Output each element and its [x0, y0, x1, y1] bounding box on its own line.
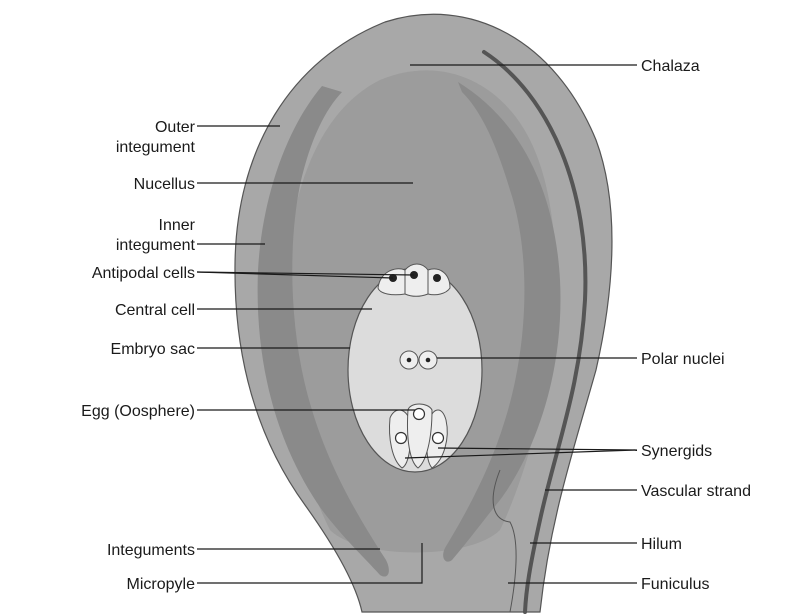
label-synergids: Synergids	[641, 443, 712, 460]
label-vascular-strand: Vascular strand	[641, 483, 751, 500]
label-nucellus: Nucellus	[134, 176, 195, 193]
label-chalaza: Chalaza	[641, 58, 700, 75]
label-egg: Egg (Oosphere)	[81, 403, 195, 420]
vascular-strand	[482, 50, 588, 614]
label-micropyle: Micropyle	[127, 576, 196, 593]
polar-nuclei	[399, 350, 438, 370]
inner-integument-right	[443, 82, 561, 562]
antipodal-cells	[377, 263, 451, 297]
label-hilum: Hilum	[641, 536, 682, 553]
label-embryo-sac: Embryo sac	[111, 341, 195, 358]
label-funiculus: Funiculus	[641, 576, 709, 593]
label-outer-integument-line1: Outer	[155, 119, 196, 136]
egg-apparatus	[389, 403, 448, 469]
label-antipodal-cells: Antipodal cells	[92, 265, 195, 282]
label-central-cell: Central cell	[115, 302, 195, 319]
label-outer-integument-line2: integument	[116, 139, 196, 156]
label-polar-nuclei: Polar nuclei	[641, 351, 725, 368]
label-integuments: Integuments	[107, 542, 195, 559]
leader-lines	[196, 64, 638, 584]
label-inner-integument-line2: integument	[116, 237, 196, 254]
label-inner-integument-line1: Inner	[159, 217, 196, 234]
outer-integument-left	[257, 86, 389, 577]
